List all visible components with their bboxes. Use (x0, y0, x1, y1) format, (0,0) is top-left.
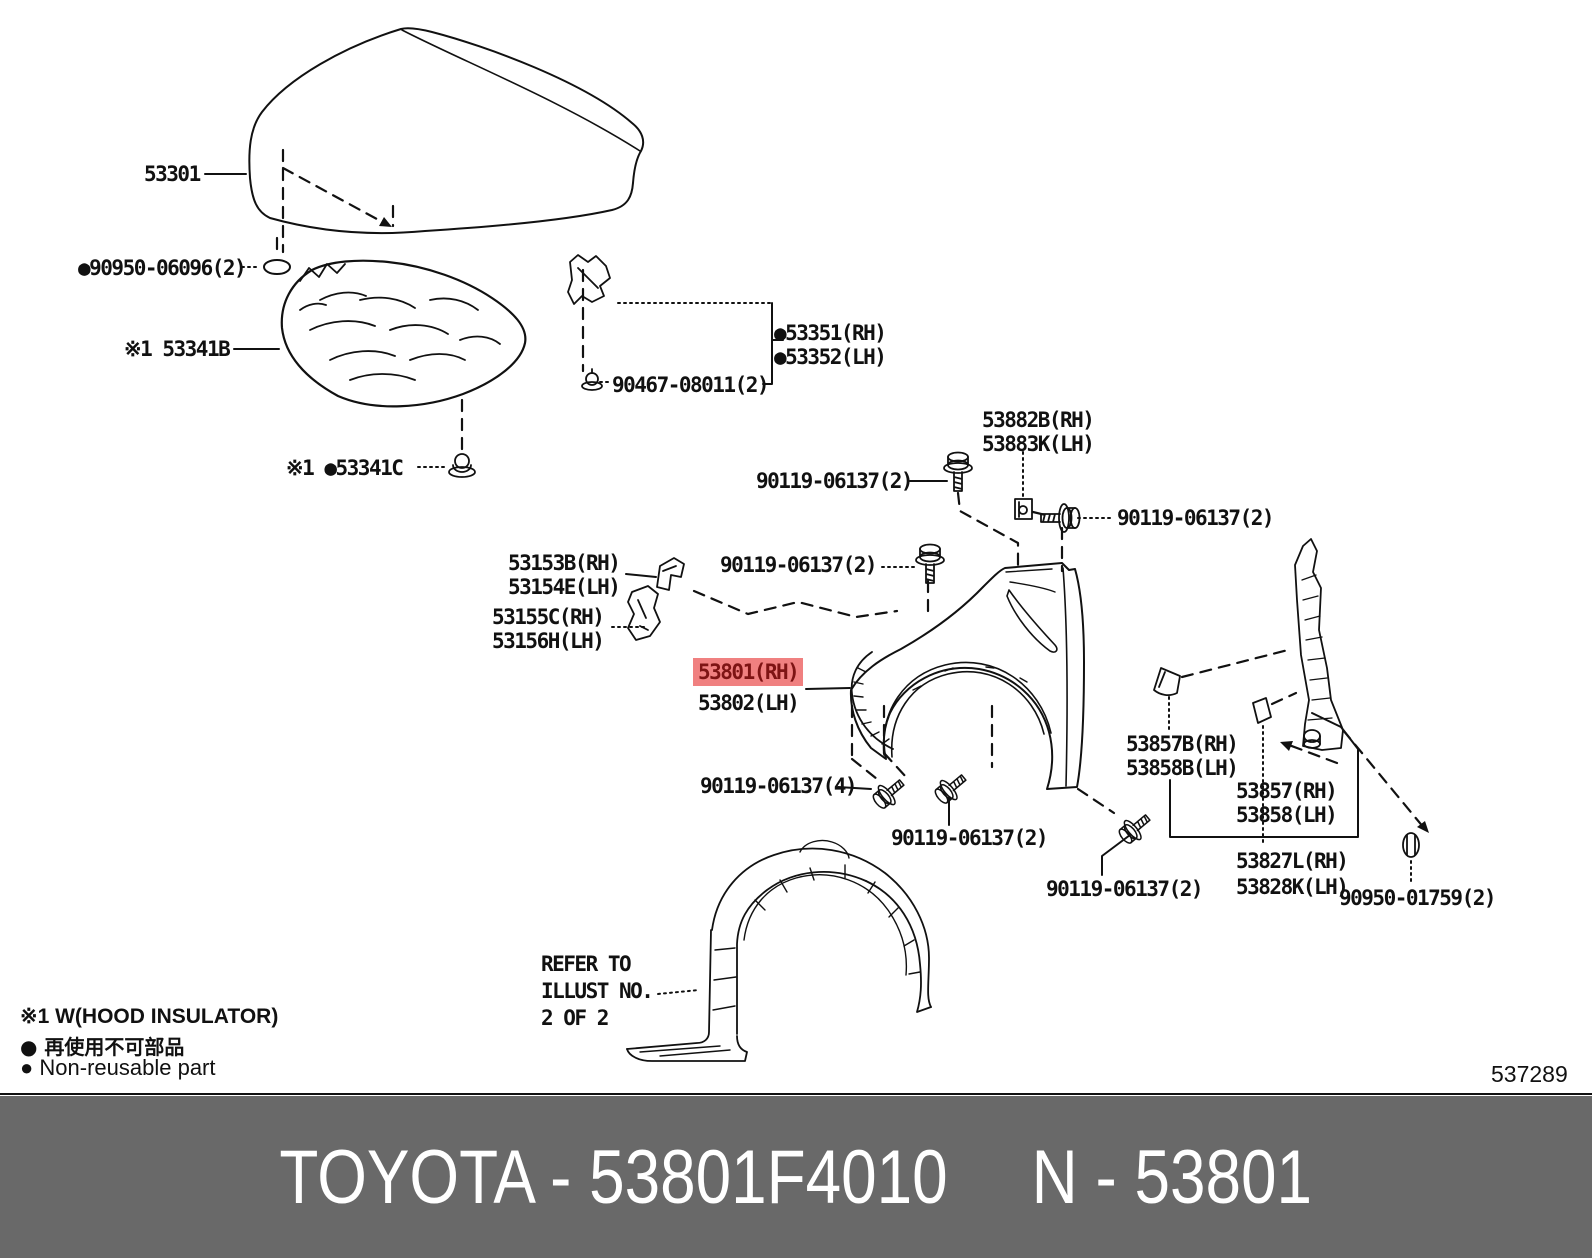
label-brace-lower-rh: 53155C(RH) (492, 605, 605, 629)
shield-clip-drawing (1014, 498, 1033, 520)
label-liner-grommet: 90950-01759(2) (1339, 886, 1497, 910)
label-bracket-rh: ●53351(RH) (774, 321, 887, 345)
insulator-clip-drawing (448, 453, 476, 478)
label-hood-insulator: ※1 53341B (124, 337, 231, 361)
legend-note-insulator: ※1 W(HOOD INSULATOR) (20, 1005, 279, 1028)
label-retainer-rh: 53827L(RH) (1236, 849, 1349, 873)
cone-clip-drawing (1153, 667, 1181, 697)
label-fender-rh-highlighted: 53801(RH) (693, 658, 804, 686)
mudguard-flap-drawing (1311, 712, 1359, 750)
label-fender-lh: 53802(LH) (698, 691, 800, 715)
label-bolt-four: 90119-06137(4) (700, 774, 858, 798)
diagram-page-number: 537289 (1491, 1061, 1568, 1087)
label-shield-lh: 53883K(LH) (982, 432, 1095, 456)
footer-bar: TOYOTA - 53801F4010 N - 53801 (0, 1096, 1592, 1258)
label-retainer-lh: 53828K(LH) (1236, 875, 1349, 899)
leader-lines (204, 173, 1359, 876)
footer-brand-part-number: TOYOTA - 53801F4010 (279, 1134, 948, 1220)
label-hood-clip: ●90950-06096(2) (78, 256, 247, 280)
arrowheads (379, 217, 1429, 833)
fender-drawing (849, 562, 1085, 790)
bolt-icons (868, 451, 1157, 849)
label-pad-rh: 53857B(RH) (1126, 732, 1239, 756)
diagram-line-art (0, 27, 1592, 1095)
mudguard-retainer-drawing (1294, 538, 1344, 751)
flap-clip-drawing (1252, 697, 1272, 724)
label-mudguard-lh: 53858(LH) (1236, 803, 1338, 827)
hood-drawing (248, 27, 645, 235)
label-brace-lower-lh: 53156H(LH) (492, 629, 605, 653)
refer-note-line2: ILLUST NO. (541, 979, 654, 1003)
label-bolt-e: 90119-06137(2) (1046, 877, 1204, 901)
label-brace-front-rh: 53153B(RH) (508, 551, 621, 575)
label-bolt-c: 90119-06137(2) (720, 553, 878, 577)
label-shield-rh: 53882B(RH) (982, 408, 1095, 432)
dotted-leader-lines (241, 266, 1412, 995)
label-brace-front-lh: 53154E(LH) (508, 575, 621, 599)
refer-note-line1: REFER TO (541, 952, 632, 976)
fender-liner-drawing (626, 839, 932, 1062)
footer-figure-number: N - 53801 (1031, 1134, 1313, 1220)
legend-note-english: ● Non-reusable part (20, 1055, 216, 1080)
label-insulator-clip: ※1 ●53341C (286, 456, 404, 480)
liner-grommet-drawing (1402, 832, 1420, 858)
dashed-lines (275, 148, 1426, 830)
hood-clip-drawing (263, 259, 291, 275)
label-bolt-d: 90119-06137(2) (891, 826, 1049, 850)
cowl-bracket-drawing (567, 254, 611, 305)
label-bolt-b: 90119-06137(2) (1117, 506, 1275, 530)
label-bracket-lh: ●53352(LH) (774, 345, 887, 369)
label-cowl-clip: 90467-08011(2) (612, 373, 770, 397)
footer-part-code: TOYOTA - 53801F4010 N - 53801 (280, 1134, 1313, 1221)
legend-note-japanese: ● 再使用不可部品 (20, 1035, 185, 1059)
refer-note-line3: 2 OF 2 (541, 1006, 609, 1030)
label-pad-lh: 53858B(LH) (1126, 756, 1239, 780)
label-bolt-a: 90119-06137(2) (756, 469, 914, 493)
apron-brace-drawings (627, 557, 685, 641)
label-hood: 53301 (144, 162, 201, 186)
hood-insulator-drawing (280, 259, 527, 408)
cowl-screw-drawing (581, 368, 603, 391)
label-mudguard-rh: 53857(RH) (1236, 779, 1338, 803)
